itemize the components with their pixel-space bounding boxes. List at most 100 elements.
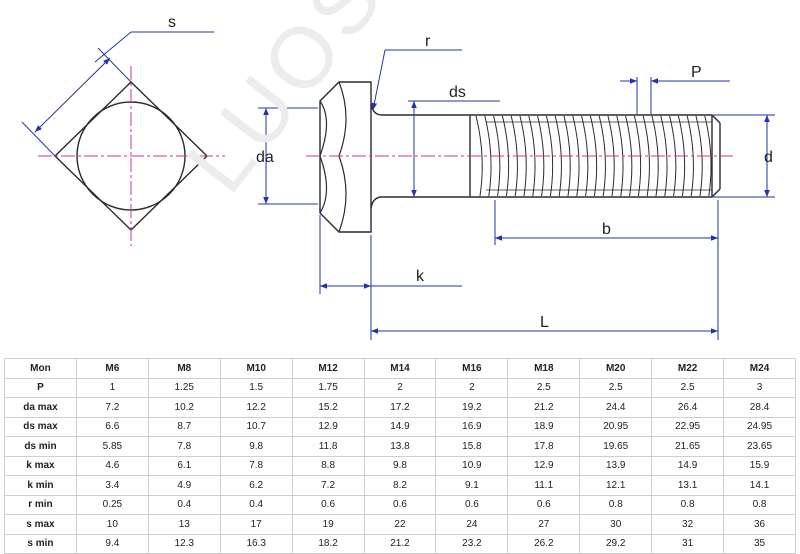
table-cell: 1.25 bbox=[147, 377, 221, 398]
table-header-size: M10 bbox=[219, 358, 293, 379]
shank-outline bbox=[370, 103, 470, 116]
table-cell: 23.65 bbox=[723, 436, 796, 457]
table-cell: 0.8 bbox=[651, 494, 725, 515]
table-cell: 15.2 bbox=[291, 397, 365, 418]
table-cell: 3 bbox=[723, 377, 796, 398]
table-cell: 8.8 bbox=[291, 455, 365, 476]
table-cell: 14.1 bbox=[723, 475, 796, 496]
table-header-size: M18 bbox=[507, 358, 581, 379]
table-header-size: M14 bbox=[363, 358, 437, 379]
table-cell: 32 bbox=[651, 514, 725, 535]
table-cell: 2.5 bbox=[651, 377, 725, 398]
table-cell: 28.4 bbox=[723, 397, 796, 418]
table-cell: 21.65 bbox=[651, 436, 725, 457]
table-cell: 0.4 bbox=[219, 494, 293, 515]
dim-b-label: b bbox=[602, 221, 611, 238]
table-cell: 14.9 bbox=[363, 416, 437, 437]
table-cell: 10.9 bbox=[435, 455, 509, 476]
table-cell: 24.95 bbox=[723, 416, 796, 437]
table-cell: 24 bbox=[435, 514, 509, 535]
dim-k-label: k bbox=[416, 268, 425, 285]
table-cell: 12.9 bbox=[507, 455, 581, 476]
table-cell: 8.2 bbox=[363, 475, 437, 496]
table-cell: 24.4 bbox=[579, 397, 653, 418]
dimension-b bbox=[494, 200, 719, 340]
dim-ds-label: ds bbox=[449, 84, 466, 101]
side-view bbox=[319, 81, 721, 233]
table-header-size: M20 bbox=[579, 358, 653, 379]
table-cell: 13 bbox=[147, 514, 221, 535]
table-cell: 8.7 bbox=[147, 416, 221, 437]
table-cell: 13.1 bbox=[651, 475, 725, 496]
table-cell: 7.2 bbox=[75, 397, 149, 418]
table-cell: 7.8 bbox=[219, 455, 293, 476]
table-cell: 22 bbox=[363, 514, 437, 535]
table-cell: 26.4 bbox=[651, 397, 725, 418]
dim-r-label: r bbox=[425, 33, 431, 50]
table-cell: 12.2 bbox=[219, 397, 293, 418]
dimension-ds bbox=[408, 100, 500, 197]
table-cell: 14.9 bbox=[651, 455, 725, 476]
table-cell: 6.1 bbox=[147, 455, 221, 476]
dimension-p bbox=[620, 77, 730, 114]
table-cell: 26.2 bbox=[507, 533, 581, 554]
table-cell: 1.5 bbox=[219, 377, 293, 398]
dim-s-label: s bbox=[168, 14, 176, 31]
table-cell: 19.65 bbox=[579, 436, 653, 457]
table-cell: 7.8 bbox=[147, 436, 221, 457]
table-header-size: M22 bbox=[651, 358, 725, 379]
table-cell: 0.25 bbox=[75, 494, 149, 515]
table-cell: 12.1 bbox=[579, 475, 653, 496]
table-cell: 2 bbox=[363, 377, 437, 398]
table-cell: 9.8 bbox=[219, 436, 293, 457]
table-cell: 20.95 bbox=[579, 416, 653, 437]
table-cell: 10 bbox=[75, 514, 149, 535]
table-cell: 2.5 bbox=[507, 377, 581, 398]
table-row-label: ds max bbox=[4, 416, 77, 437]
table-cell: 11.8 bbox=[291, 436, 365, 457]
table-cell: 9.8 bbox=[363, 455, 437, 476]
table-cell: 22.95 bbox=[651, 416, 725, 437]
table-header-size-label: Mon bbox=[4, 358, 77, 379]
table-cell: 0.8 bbox=[723, 494, 796, 515]
table-cell: 9.4 bbox=[75, 533, 149, 554]
table-cell: 2.5 bbox=[579, 377, 653, 398]
dimension-k bbox=[319, 215, 462, 340]
table-cell: 36 bbox=[723, 514, 796, 535]
table-cell: 35 bbox=[723, 533, 796, 554]
table-cell: 0.6 bbox=[435, 494, 509, 515]
table-cell: 5.85 bbox=[75, 436, 149, 457]
table-cell: 10.7 bbox=[219, 416, 293, 437]
table-cell: 2 bbox=[435, 377, 509, 398]
table-cell: 0.4 bbox=[147, 494, 221, 515]
table-cell: 0.6 bbox=[363, 494, 437, 515]
table-cell: 6.6 bbox=[75, 416, 149, 437]
table-cell: 10.2 bbox=[147, 397, 221, 418]
table-cell: 12.3 bbox=[147, 533, 221, 554]
table-cell: 31 bbox=[651, 533, 725, 554]
dimension-da bbox=[258, 107, 318, 205]
dim-da-label: da bbox=[256, 149, 274, 166]
table-cell: 1.75 bbox=[291, 377, 365, 398]
table-cell: 23.2 bbox=[435, 533, 509, 554]
end-view bbox=[38, 66, 225, 246]
table-row-label: s max bbox=[4, 514, 77, 535]
table-row-label: da max bbox=[4, 397, 77, 418]
dim-p-label: P bbox=[691, 64, 702, 81]
dimension-s bbox=[21, 31, 214, 157]
table-row-label: r min bbox=[4, 494, 77, 515]
table-header-size: M16 bbox=[435, 358, 509, 379]
dim-l-label: L bbox=[540, 314, 549, 331]
table-cell: 17 bbox=[219, 514, 293, 535]
dimension-d bbox=[712, 114, 775, 198]
table-cell: 9.1 bbox=[435, 475, 509, 496]
table-header-size: M8 bbox=[147, 358, 221, 379]
table-cell: 13.9 bbox=[579, 455, 653, 476]
table-cell: 27 bbox=[507, 514, 581, 535]
table-cell: 0.6 bbox=[507, 494, 581, 515]
